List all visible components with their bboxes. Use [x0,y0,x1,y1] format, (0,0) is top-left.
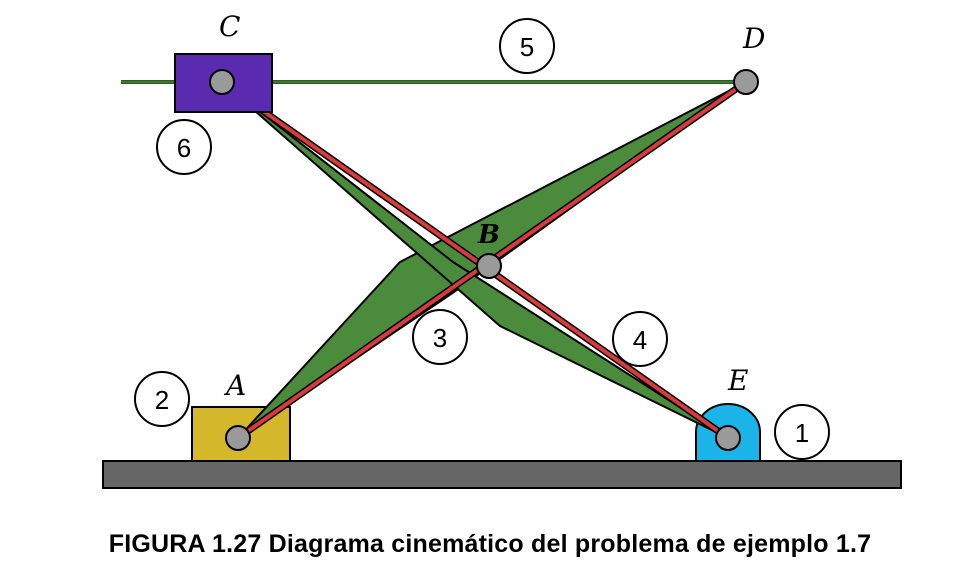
link-number-3: 3 [412,309,468,365]
link-number-5: 5 [499,18,555,74]
figure-caption: FIGURA 1.27 Diagrama cinemático del prob… [108,530,872,558]
svg-text:4: 4 [633,325,647,355]
point-label-a: A [223,369,246,402]
link-number-1: 1 [774,404,830,460]
point-label-e: E [727,364,748,397]
pin-c [209,69,235,95]
pin-d [733,69,759,95]
svg-text:6: 6 [177,133,191,163]
pin-b [476,253,502,279]
svg-text:1: 1 [795,418,809,448]
point-label-d: D [742,22,765,55]
svg-text:2: 2 [155,385,169,415]
kinematic-diagram: C D B A E 5 6 3 4 2 1 [102,10,902,489]
pin-a [225,425,251,451]
ground-base [102,460,902,489]
point-label-c: C [219,10,240,43]
pin-e [715,425,741,451]
link-number-6: 6 [156,119,212,175]
link-4-bar [218,78,732,442]
link-number-2: 2 [134,371,190,427]
svg-text:3: 3 [433,323,447,353]
point-label-b: B [477,220,500,250]
svg-text:5: 5 [520,32,534,62]
link-number-4: 4 [612,311,668,367]
